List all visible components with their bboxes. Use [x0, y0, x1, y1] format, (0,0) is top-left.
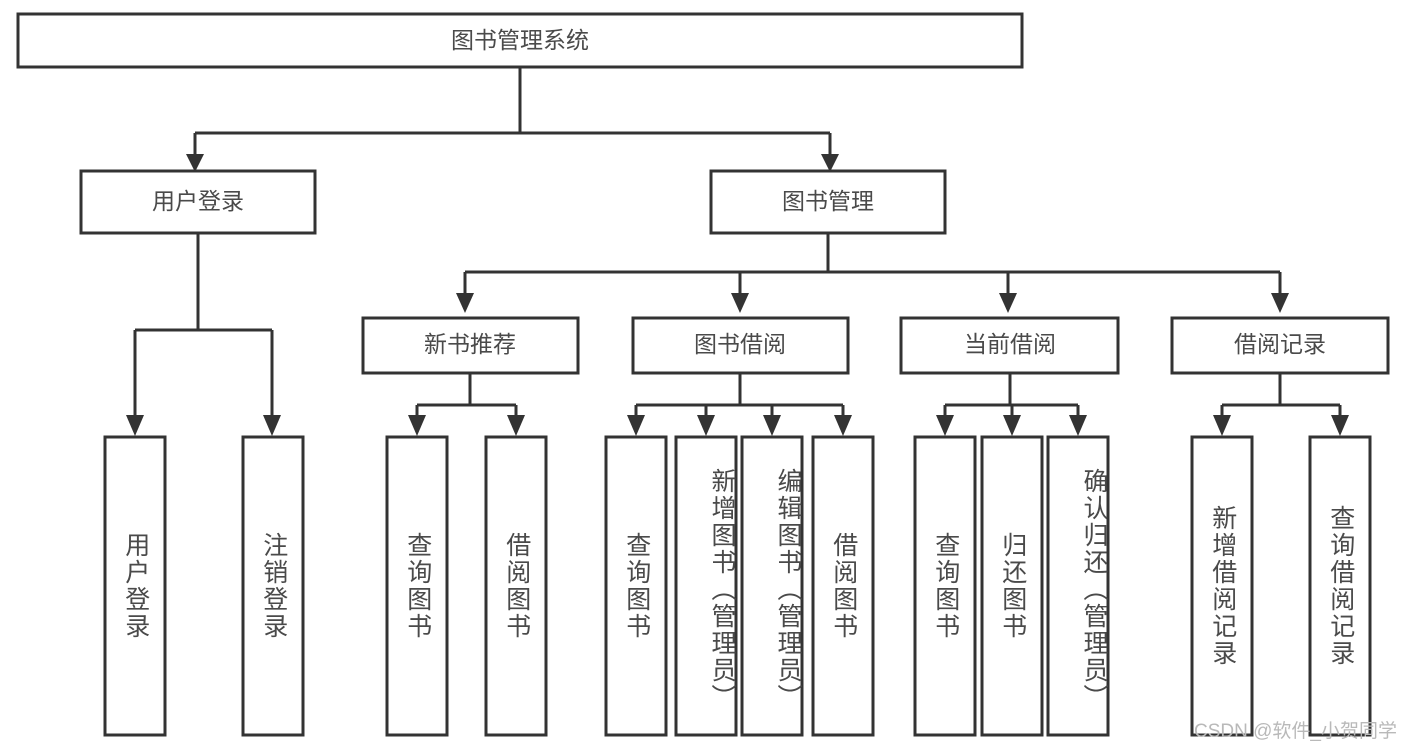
node-root-label: 图书管理系统: [451, 27, 589, 53]
node-borrow-record-label: 借阅记录: [1234, 331, 1326, 357]
leaf-borrow-record-1-rect[interactable]: [1190, 435, 1254, 737]
node-book-manage[interactable]: 图书管理: [709, 169, 947, 235]
arrow-borrowrecord-leaf2-icon: [1331, 415, 1349, 436]
leaf-user-login-1-rect[interactable]: [103, 435, 167, 737]
leaf-borrow-record-2-rect[interactable]: [1308, 435, 1372, 737]
node-book-manage-label: 图书管理: [782, 188, 874, 214]
connector-group-newbook-to-leaves: [408, 373, 525, 436]
leaf-new-book-2-rect[interactable]: [484, 435, 548, 737]
leaf-group-book-borrow: [604, 435, 875, 737]
leaf-book-borrow-2-rect[interactable]: [674, 435, 738, 737]
node-user-login-rect[interactable]: [79, 169, 317, 235]
node-user-login-label: 用户登录: [152, 188, 244, 214]
node-new-book-recommend[interactable]: 新书推荐: [361, 316, 580, 375]
arrow-newbook-leaf2-icon: [507, 415, 525, 436]
watermark-text: CSDN @软件_小贺同学: [1194, 721, 1397, 742]
arrow-to-bookborrow-icon: [731, 293, 749, 313]
connector-group-currentborrow-to-leaves: [936, 373, 1087, 436]
arrow-to-borrowrecord-icon: [1271, 293, 1289, 313]
leaf-user-login-2-rect[interactable]: [241, 435, 305, 737]
node-root-rect[interactable]: [16, 12, 1024, 69]
leaf-group-new-book-recommend: [385, 435, 548, 737]
arrow-currentborrow-leaf1-icon: [936, 415, 954, 436]
node-current-borrow[interactable]: 当前借阅: [899, 316, 1120, 375]
node-borrow-record-rect[interactable]: [1170, 316, 1390, 375]
arrow-to-user-login-icon: [186, 154, 204, 172]
node-book-manage-rect[interactable]: [709, 169, 947, 235]
leaf-book-borrow-4-rect[interactable]: [811, 435, 875, 737]
connector-group-bookmanage-to-level3: [456, 233, 1289, 313]
leaf-current-borrow-2-rect[interactable]: [980, 435, 1044, 737]
node-book-borrow-rect[interactable]: [631, 316, 850, 375]
arrow-newbook-leaf1-icon: [408, 415, 426, 436]
arrow-bookborrow-leaf3-icon: [763, 415, 781, 436]
connector-group-root-to-level2: [186, 68, 839, 172]
node-new-book-recommend-rect[interactable]: [361, 316, 580, 375]
arrow-to-book-manage-icon: [821, 154, 839, 172]
leaf-current-borrow-3-rect[interactable]: [1046, 435, 1110, 737]
node-user-login[interactable]: 用户登录: [79, 169, 317, 235]
arrow-to-currentborrow-icon: [999, 293, 1017, 313]
arrow-bookborrow-leaf1-icon: [627, 415, 645, 436]
connector-group-userlogin-to-leaves: [126, 233, 281, 436]
arrow-borrowrecord-leaf1-icon: [1213, 415, 1231, 436]
node-new-book-recommend-label: 新书推荐: [424, 331, 516, 357]
connector-group-bookborrow-to-leaves: [627, 373, 852, 436]
leaf-current-borrow-1-rect[interactable]: [913, 435, 977, 737]
arrow-currentborrow-leaf2-icon: [1003, 415, 1021, 436]
leaf-book-borrow-3-rect[interactable]: [740, 435, 804, 737]
arrow-to-newbook-icon: [456, 293, 474, 313]
arrow-userlogin-leaf1-icon: [126, 415, 144, 436]
leaf-group-current-borrow: [913, 435, 1110, 737]
node-book-borrow-label: 图书借阅: [694, 331, 786, 357]
arrow-bookborrow-leaf2-icon: [697, 415, 715, 436]
node-current-borrow-label: 当前借阅: [964, 331, 1056, 357]
node-root[interactable]: 图书管理系统: [16, 12, 1024, 69]
node-current-borrow-rect[interactable]: [899, 316, 1120, 375]
arrow-bookborrow-leaf4-icon: [834, 415, 852, 436]
arrow-currentborrow-leaf3-icon: [1069, 415, 1087, 436]
connector-group-borrowrecord-to-leaves: [1213, 373, 1349, 436]
node-book-borrow[interactable]: 图书借阅: [631, 316, 850, 375]
leaf-group-borrow-record: [1190, 435, 1372, 737]
node-borrow-record[interactable]: 借阅记录: [1170, 316, 1390, 375]
leaf-book-borrow-1-rect[interactable]: [604, 435, 668, 737]
leaf-group-user-login: [103, 435, 305, 737]
arrow-userlogin-leaf2-icon: [263, 415, 281, 436]
leaf-new-book-1-rect[interactable]: [385, 435, 449, 737]
